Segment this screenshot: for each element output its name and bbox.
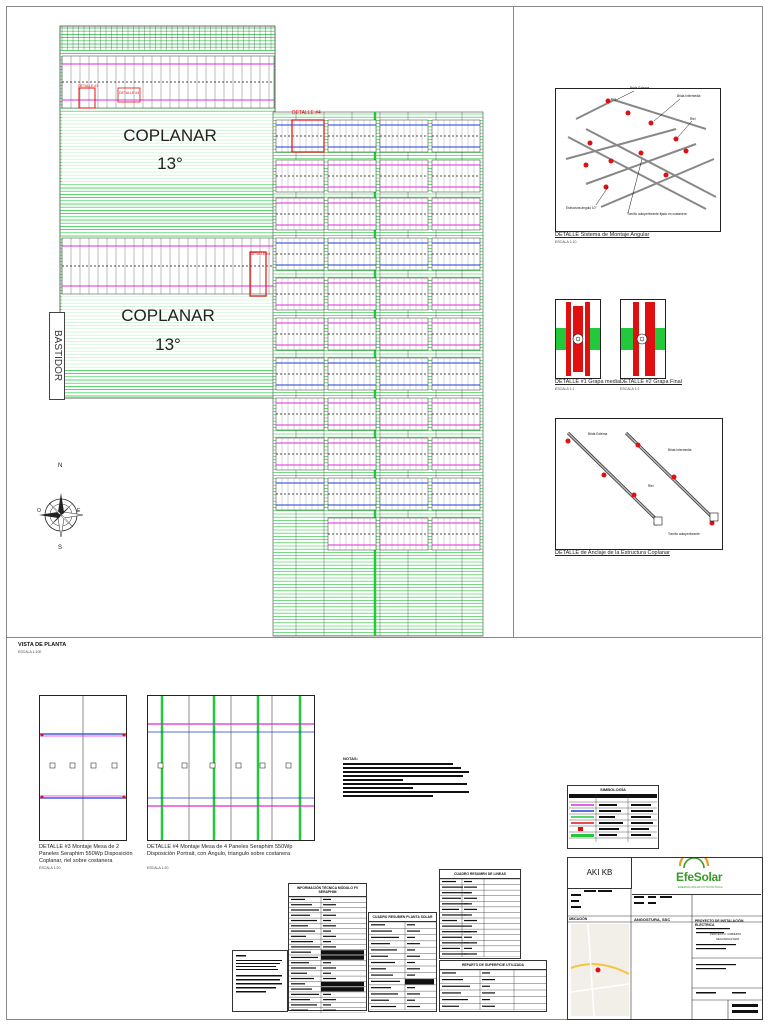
- angular-label-estructura: Estructura ángulo 10°: [566, 206, 597, 210]
- anclaje-caption: DETALLE de Anclaje de la Estructura Copl…: [555, 550, 670, 556]
- compass-n: N: [58, 463, 63, 469]
- detail-tag-2: DETALLE #3: [119, 91, 140, 95]
- bastidor-label: BASTIDOR: [49, 312, 65, 400]
- roof-lower-label: COPLANAR: [121, 306, 215, 325]
- notes-block: NOTAS:: [343, 756, 481, 826]
- roof-lower-angle: 13°: [155, 335, 181, 354]
- roof-upper-angle: 13°: [157, 154, 183, 173]
- grapa-final-scale: ESCALA 1:1: [620, 387, 640, 391]
- sheet-divider-vertical: [513, 6, 514, 638]
- info-tecnica-title: INFORMACIÓN TÉCNICA MÓDULO FV SERAPHIM: [289, 884, 366, 897]
- detail-mesa4-frame: [147, 695, 315, 841]
- grapa-final-caption: DETALLE #2 Grapa Final: [620, 379, 682, 385]
- reparto-grid: [440, 969, 546, 1011]
- anclaje-label-brida-intermedia: Brida Intermedia: [668, 448, 692, 452]
- notes-title: NOTAS:: [343, 756, 359, 761]
- vista-title: VISTA DE PLANTA: [18, 642, 67, 648]
- compass-s: S: [58, 545, 63, 551]
- detail-tag-4: DETALLE #4: [250, 252, 271, 256]
- efesolar-brand: EfeSolar: [676, 870, 723, 884]
- grapa-media-caption: DETALLE #1 Grapa media: [555, 379, 621, 385]
- client-name: AKI KB: [568, 858, 632, 889]
- anclaje-label-riel: Riel: [648, 484, 654, 488]
- compass-rose: [39, 493, 84, 538]
- title-block: AKI KB EfeSolar ENERGÍA SOLAR FOTOVOLTAI…: [567, 850, 763, 1020]
- anclaje-label-tornillo: Tornillo autoperforante: [668, 532, 700, 536]
- compass-o: O: [37, 508, 41, 514]
- title-block-grid: [568, 888, 762, 1019]
- project-sub: PROYECTO: CUBIERTA: [710, 932, 742, 936]
- info-tecnica-grid: [289, 896, 366, 1014]
- mesa4-caption: DETALLE #4 Montaje Mesa de 4 Paneles Ser…: [147, 844, 293, 857]
- resumen-lineas-title: CUADRO RESUMEN DE LINEAS: [440, 870, 520, 879]
- grapa-media-scale: ESCALA 1:1: [555, 387, 575, 391]
- small-note-box: [232, 950, 288, 1012]
- project-sub2: SEGUNDA ETAPA: [716, 937, 740, 941]
- detail-anclaje-frame: [555, 418, 723, 550]
- sheet-frame: [6, 6, 763, 1020]
- angular-label-tornillo: Tornillo autoperforante fijado en costan…: [627, 212, 687, 216]
- legend-title: SIMBOLOGÍA: [600, 787, 626, 792]
- grapa-final-frame: [620, 299, 666, 379]
- info-tecnica-table: INFORMACIÓN TÉCNICA MÓDULO FV SERAPHIM: [288, 883, 367, 1014]
- mesa4-scale: ESCALA 1:20: [147, 866, 169, 870]
- location-heading: UBICACIÓN: [569, 917, 588, 921]
- resumen-lineas-table: CUADRO RESUMEN DE LINEAS: [439, 869, 521, 959]
- compass-e: E: [77, 508, 81, 514]
- resumen-planta-grid: [369, 921, 436, 1011]
- resumen-planta-table: CUADRO RESUMEN PLANTA SOLAR: [368, 912, 437, 1012]
- detail-mesa2-frame: [39, 695, 127, 841]
- detail-angular-drawing: [565, 90, 717, 214]
- angular-label-brida-intermedia: Brida Intermedia: [677, 94, 701, 98]
- detail-angular-frame: [555, 88, 721, 232]
- efesolar-tagline: ENERGÍA SOLAR FOTOVOLTAICA: [678, 885, 723, 889]
- plan-view: [39, 25, 484, 637]
- roof-upper-label: COPLANAR: [123, 126, 217, 145]
- angular-label-riel: Riel: [690, 117, 696, 121]
- detail-tag-1: DETALLE #3: [78, 84, 99, 88]
- anclaje-label-brida-externa: Brida Externa: [588, 432, 608, 436]
- mesa2-scale: ESCALA 1:20: [39, 866, 61, 870]
- project-title: PROYECTO DE INSTALACIÓN ELÉCTRICA: [695, 919, 744, 927]
- detail-tag-3: DETALLE #4: [292, 110, 321, 116]
- reparto-table: REPARTO DE SUPERFICIE UTILIZADA: [439, 960, 547, 1012]
- resumen-lineas-grid: [440, 878, 520, 958]
- legend-rows: [569, 794, 657, 842]
- grapa-media-frame: [555, 299, 601, 379]
- vista-scale: ESCALA 1:100: [18, 650, 42, 654]
- sheet-divider-horizontal: [6, 637, 761, 638]
- angular-scale: ESCALA 1:10: [555, 240, 577, 244]
- angular-label-brida-externa: Brida Externa: [630, 86, 650, 90]
- city-name: ANGOSTURA, SSC: [634, 917, 671, 922]
- resumen-planta-title: CUADRO RESUMEN PLANTA SOLAR: [369, 913, 436, 922]
- legend-block: SIMBOLOGÍA: [567, 785, 659, 849]
- mesa2-caption: DETALLE #3 Montaje Mesa de 2 Paneles Ser…: [39, 844, 133, 864]
- reparto-title: REPARTO DE SUPERFICIE UTILIZADA: [440, 961, 546, 970]
- angular-caption: DETALLE Sistema de Montaje Angular: [555, 232, 650, 238]
- notes-lines: [343, 763, 481, 797]
